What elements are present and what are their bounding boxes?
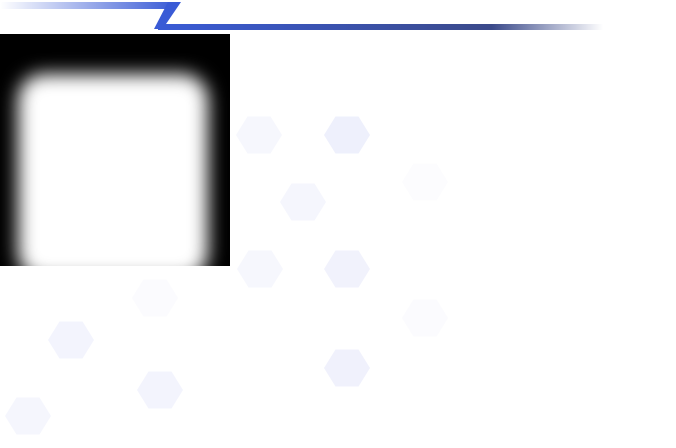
hexagon-shape bbox=[48, 321, 94, 359]
hexagon-shape bbox=[237, 250, 283, 288]
hexagon-shape bbox=[132, 279, 178, 317]
hexagon-shape bbox=[324, 349, 370, 387]
blurred-image bbox=[0, 34, 230, 266]
hexagon-shape bbox=[236, 116, 282, 154]
hexagon-shape bbox=[280, 183, 326, 221]
hexagon-shape bbox=[324, 250, 370, 288]
hexagon-pattern bbox=[5, 116, 448, 435]
image-glow bbox=[18, 74, 208, 266]
hexagon-shape bbox=[402, 163, 448, 201]
hexagon-shape bbox=[402, 299, 448, 337]
decorative-stripe bbox=[0, 2, 603, 30]
hexagon-shape bbox=[137, 371, 183, 409]
hexagon-shape bbox=[5, 397, 51, 435]
hexagon-shape bbox=[324, 116, 370, 154]
